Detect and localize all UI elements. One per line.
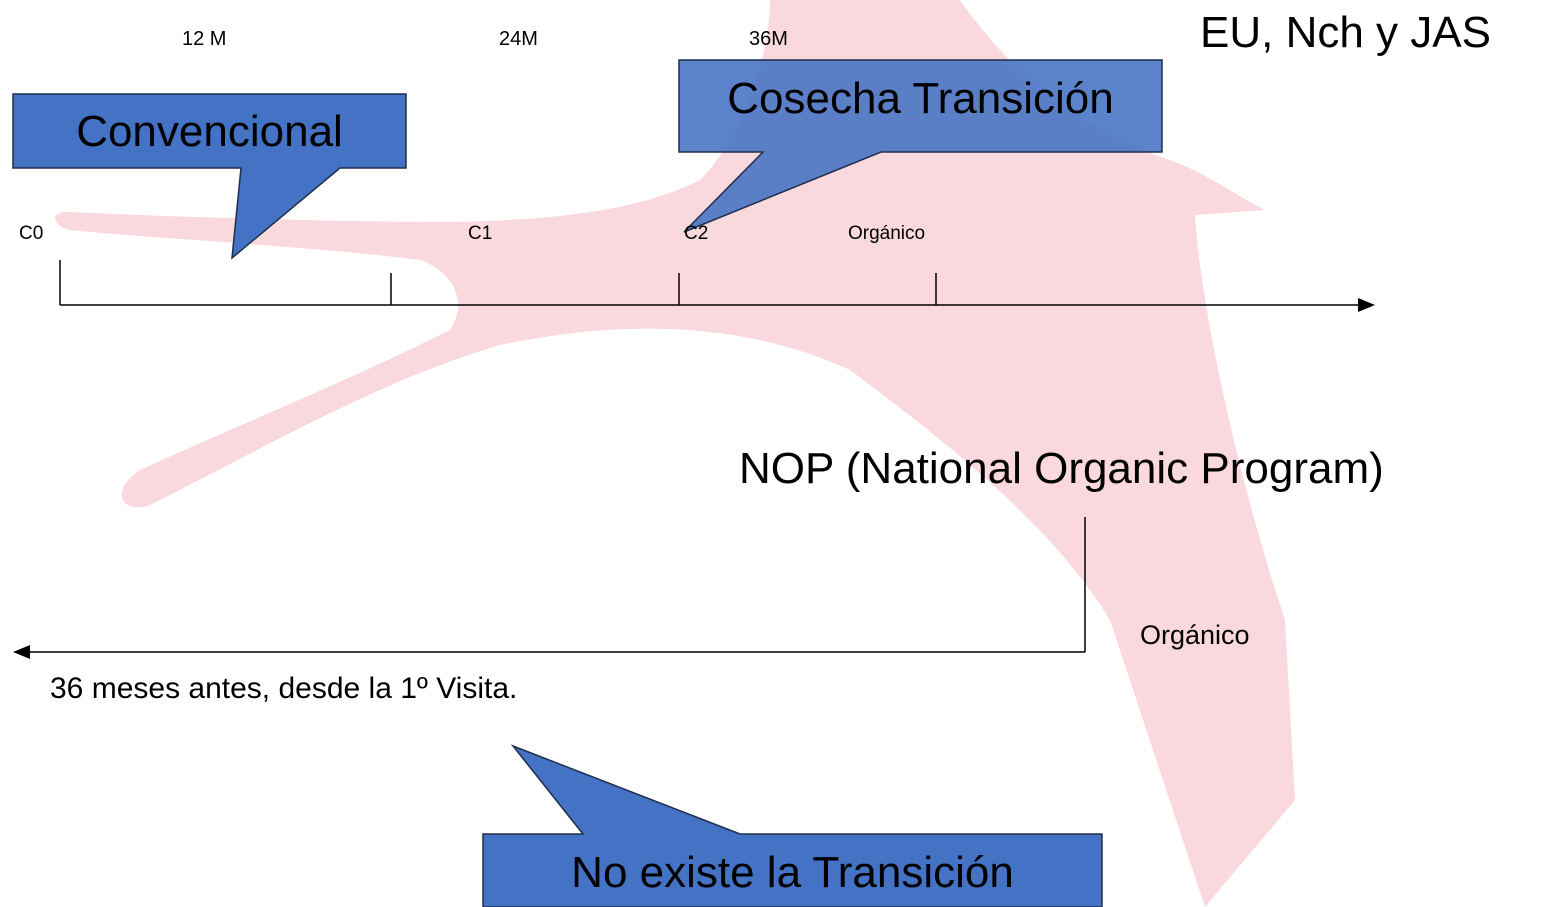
nop-period-text: 36 meses antes, desde la 1º Visita. [50,672,518,705]
callout-no-transicion [482,744,1103,907]
page-title: EU, Nch y JAS [1200,8,1491,57]
month-label-24: 24M [499,28,538,50]
month-label-12: 12 M [182,28,227,50]
bird-watermark [55,0,1295,907]
nop-title: NOP (National Organic Program) [739,444,1384,493]
nop-organico-label: Orgánico [1140,620,1250,650]
milestone-c2: C2 [684,223,709,244]
milestone-c0: C0 [19,223,44,244]
callout-cosecha-transicion-text: Cosecha Transición [727,74,1114,123]
callout-no-transicion-text: No existe la Transición [571,848,1014,897]
callout-convencional-text: Convencional [76,107,343,156]
nop-arrowhead [13,645,30,659]
timeline-arrowhead [1358,298,1375,312]
milestone-organico: Orgánico [848,223,926,244]
month-label-36: 36M [749,28,788,50]
callout-cosecha-transicion [678,59,1163,233]
callout-convencional [12,93,407,260]
milestone-c1: C1 [468,223,493,244]
